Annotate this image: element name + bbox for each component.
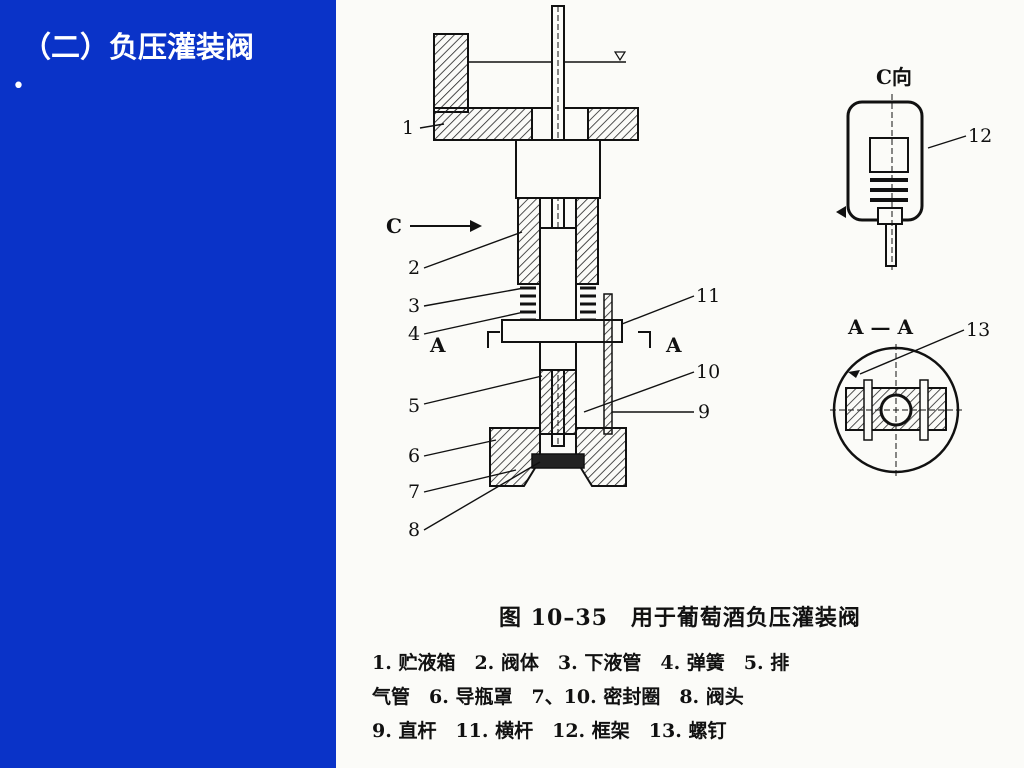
view-c-detail: C向 12	[836, 65, 992, 270]
sidebar-panel: （二）负压灌装阀 •	[0, 0, 336, 768]
section-mark-left: A	[429, 333, 446, 357]
label-12: 12	[968, 125, 992, 147]
label-7: 7	[408, 481, 420, 503]
leader-lines	[419, 123, 695, 531]
label-2: 2	[408, 257, 420, 279]
label-1: 1	[402, 117, 414, 139]
slide-title: （二）负压灌装阀	[22, 30, 255, 64]
section-aa-detail: A — A 13	[830, 315, 990, 476]
label-8: 8	[408, 519, 420, 541]
section-aa-label: A — A	[847, 315, 913, 339]
legend-line-1: 1. 贮液箱 2. 阀体 3. 下液管 4. 弹簧 5. 排	[372, 652, 790, 674]
arrow-c-label: C	[386, 214, 402, 238]
spring	[520, 286, 596, 322]
label-10: 10	[696, 361, 720, 383]
label-6: 6	[408, 445, 420, 467]
figure-area: C A A 1 2 3 4 5 6 7 8 9 10 11	[336, 0, 1024, 768]
tank-wall	[433, 33, 639, 141]
figure-caption: 图 10–35 用于葡萄酒负压灌装阀	[499, 605, 861, 631]
legend-line-2: 气管 6. 导瓶罩 7、10. 密封圈 8. 阀头	[372, 686, 744, 708]
view-c-arrow: C	[386, 214, 482, 238]
figure-caption-block: 图 10–35 用于葡萄酒负压灌装阀 1. 贮液箱 2. 阀体 3. 下液管 4…	[336, 600, 1024, 748]
label-4: 4	[408, 323, 420, 345]
section-mark-right: A	[665, 333, 682, 357]
figure-legend: 1. 贮液箱 2. 阀体 3. 下液管 4. 弹簧 5. 排 气管 6. 导瓶罩…	[336, 646, 1024, 748]
label-9: 9	[698, 401, 710, 423]
valve-body	[515, 139, 601, 371]
view-c-label: C向	[876, 65, 912, 89]
lower-tube	[539, 369, 577, 435]
bullet-point: •	[12, 74, 25, 99]
label-5: 5	[408, 395, 420, 417]
valve-diagram: C A A 1 2 3 4 5 6 7 8 9 10 11	[386, 5, 992, 541]
legend-line-3: 9. 直杆 11. 横杆 12. 框架 13. 螺钉	[372, 720, 727, 742]
cross-bar	[487, 293, 651, 435]
label-3: 3	[408, 295, 420, 317]
label-11: 11	[696, 285, 720, 307]
label-13: 13	[966, 319, 990, 341]
